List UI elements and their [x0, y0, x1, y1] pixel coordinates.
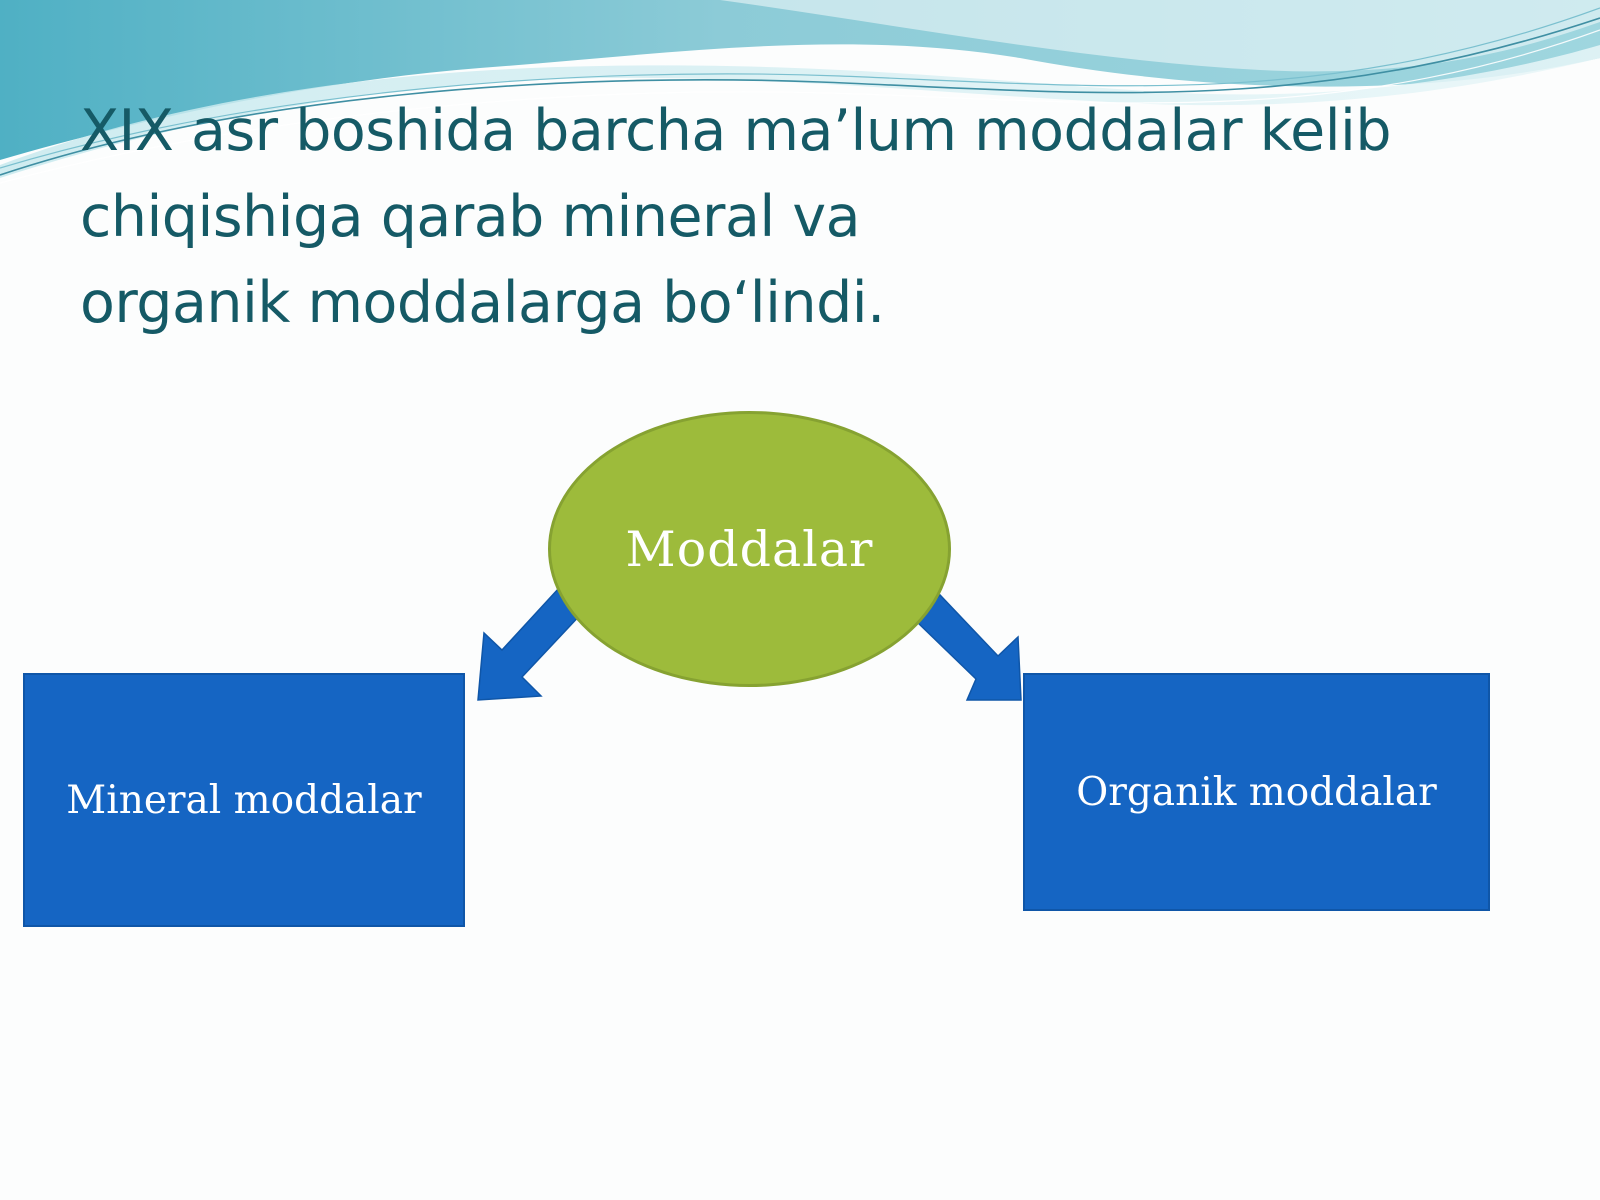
slide-title: XIX asr boshida barcha ma’lum moddalar k… — [80, 88, 1520, 346]
mineral-moddalar-node: Mineral moddalar — [23, 673, 465, 927]
arrow-to-organik — [913, 593, 1022, 701]
mineral-moddalar-label: Mineral moddalar — [66, 777, 422, 823]
moddalar-root-node: Moddalar — [548, 411, 951, 687]
slide-title-line-2: chiqishiga qarab mineral va — [80, 184, 861, 250]
header-wave-decoration — [0, 0, 1600, 184]
slide-title-line-3: organik moddalarga bo‘lindi. — [80, 270, 885, 336]
arrow-to-mineral — [477, 585, 585, 701]
organik-moddalar-label: Organik moddalar — [1076, 769, 1437, 815]
moddalar-root-label: Moddalar — [625, 520, 874, 578]
slide-title-line-1: XIX asr boshida barcha ma’lum moddalar k… — [80, 98, 1392, 164]
organik-moddalar-node: Organik moddalar — [1023, 673, 1490, 911]
